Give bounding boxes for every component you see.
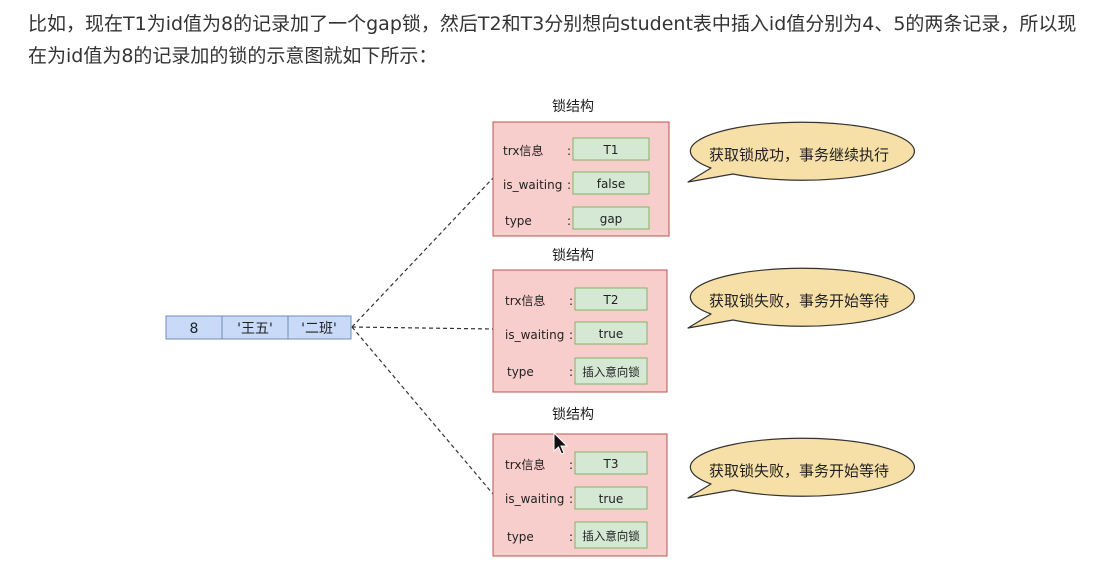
lock-3-label-trx: trx信息	[505, 457, 545, 472]
record-cell-id-text: 8	[190, 321, 199, 337]
record-row: 8 '王五' '二班'	[165, 315, 352, 340]
lock-1-value-type: gap	[600, 212, 623, 226]
lock-structure-2: 锁结构 trx信息 : T2 is_waiting : true type : …	[492, 248, 668, 393]
lock-1-sep-trx: :	[567, 144, 571, 158]
lock-3-value-box-waiting	[574, 486, 648, 510]
lock-2-value-box-type	[574, 357, 648, 385]
lock-2-sep-type: :	[569, 365, 573, 379]
callout-text-3: 获取锁失败，事务开始等待	[709, 462, 889, 480]
callout-bubble-2	[687, 267, 915, 329]
lock-3-value-box-type	[574, 521, 648, 549]
lock-1-label-type: type	[505, 214, 532, 228]
lock-1-label-trx: trx信息	[503, 143, 543, 158]
intro-paragraph: 比如，现在T1为id值为8的记录加了一个gap锁，然后T2和T3分别想向stud…	[28, 13, 1077, 67]
callout-text-2: 获取锁失败，事务开始等待	[709, 292, 889, 310]
callout-1: 获取锁成功，事务继续执行	[687, 121, 915, 183]
lock-1-value-waiting: false	[597, 177, 626, 191]
lock-3-sep-trx: :	[569, 458, 573, 472]
lock-2-value-trx: T2	[603, 293, 619, 307]
lock-1-label-waiting: is_waiting	[503, 178, 562, 192]
lock-1-sep-type: :	[567, 214, 571, 228]
lock-3-value-type: 插入意向锁	[582, 529, 640, 543]
lock-1-value-box-trx	[572, 137, 650, 161]
record-cell-class-text: '二班'	[301, 321, 337, 337]
lock-2-value-waiting: true	[599, 327, 624, 341]
callout-bubble-3	[687, 437, 915, 499]
callout-text-1: 获取锁成功，事务继续执行	[709, 146, 889, 164]
callout-bubble-1	[687, 121, 915, 183]
record-cell-name-text: '王五'	[237, 321, 273, 337]
lock-2-label-waiting: is_waiting	[505, 328, 564, 342]
connector-line-3	[351, 326, 494, 495]
lock-structure-1: 锁结构 trx信息 : T1 is_waiting : false type :…	[492, 99, 670, 237]
lock-1-sep-waiting: :	[567, 178, 571, 192]
lock-2-sep-trx: :	[569, 294, 573, 308]
lock-title-3: 锁结构	[552, 407, 594, 423]
lock-3-value-waiting: true	[599, 492, 624, 506]
lock-3-value-box-trx	[574, 451, 648, 475]
lock-title-2: 锁结构	[552, 248, 594, 264]
lock-2-value-box-trx	[574, 287, 648, 311]
lock-3-label-waiting: is_waiting	[505, 492, 564, 506]
lock-1-value-box-waiting	[572, 171, 650, 195]
lock-2-label-type: type	[507, 365, 534, 379]
lock-2-value-type: 插入意向锁	[582, 365, 640, 379]
callout-2: 获取锁失败，事务开始等待	[687, 267, 915, 329]
lock-1-value-box-type	[572, 206, 650, 230]
lock-3-sep-type: :	[569, 530, 573, 544]
lock-2-label-trx: trx信息	[505, 293, 545, 308]
lock-2-value-box-waiting	[574, 321, 648, 345]
lock-structure-3: 锁结构 trx信息 : T3 is_waiting : true type : …	[492, 407, 668, 557]
lock-1-value-trx: T1	[603, 143, 619, 157]
lock-3-label-type: type	[507, 530, 534, 544]
connector-line-1	[351, 177, 494, 328]
mouse-cursor-icon	[553, 432, 569, 455]
connector-line-2	[351, 326, 494, 330]
lock-3-value-trx: T3	[603, 457, 619, 471]
lock-title-1: 锁结构	[552, 99, 594, 115]
lock-3-sep-waiting: :	[569, 492, 573, 506]
callout-3: 获取锁失败，事务开始等待	[687, 437, 915, 499]
lock-2-sep-waiting: :	[569, 328, 573, 342]
record-cell-class	[287, 315, 352, 340]
